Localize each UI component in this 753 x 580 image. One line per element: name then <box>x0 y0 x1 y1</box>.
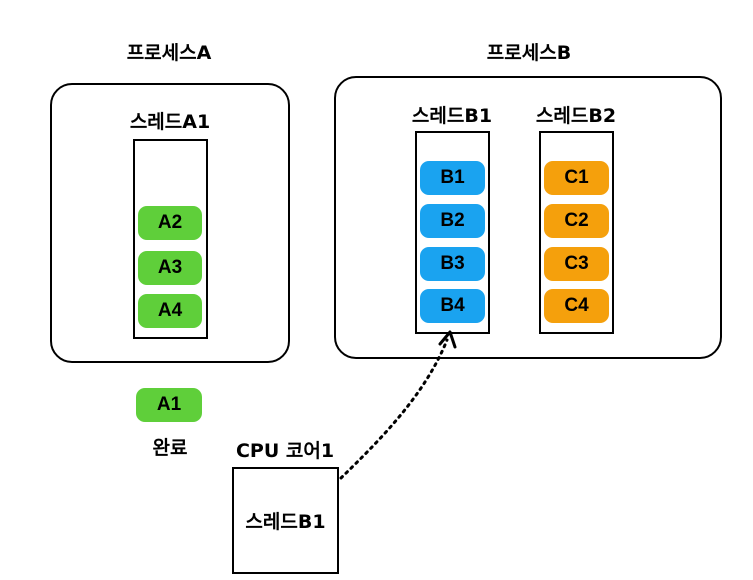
task-chip: B3 <box>420 247 485 281</box>
task-chip: C1 <box>544 161 609 195</box>
task-chip: C4 <box>544 289 609 323</box>
task-chip: B4 <box>420 289 485 323</box>
process-a-title: 프로세스A <box>126 42 212 64</box>
cpu-running-thread: 스레드B1 <box>245 511 326 533</box>
completed-label: 완료 <box>152 437 188 459</box>
task-chip: A3 <box>138 251 202 285</box>
cpu-core-box: 스레드B1 <box>232 467 339 574</box>
thread-b1-box: B1 B2 B3 B4 <box>415 131 490 334</box>
task-chip: A4 <box>138 294 202 328</box>
dispatch-arrow-line <box>339 338 449 480</box>
task-chip: B1 <box>420 161 485 195</box>
thread-b1-title: 스레드B1 <box>411 105 493 127</box>
completed-task-chip: A1 <box>136 388 202 422</box>
process-a-box <box>50 83 290 363</box>
task-chip: C2 <box>544 204 609 238</box>
task-chip: A2 <box>138 206 202 240</box>
process-b-box <box>334 76 722 359</box>
task-chip: C3 <box>544 247 609 281</box>
thread-a1-title: 스레드A1 <box>129 111 211 133</box>
process-b-title: 프로세스B <box>486 42 572 64</box>
thread-b2-box: C1 C2 C3 C4 <box>539 131 614 334</box>
arrow-head-icon <box>438 330 457 349</box>
thread-b2-title: 스레드B2 <box>535 105 617 127</box>
cpu-core-title: CPU 코어1 <box>235 440 335 462</box>
thread-a1-box: A2 A3 A4 <box>133 139 208 339</box>
task-chip: B2 <box>420 204 485 238</box>
